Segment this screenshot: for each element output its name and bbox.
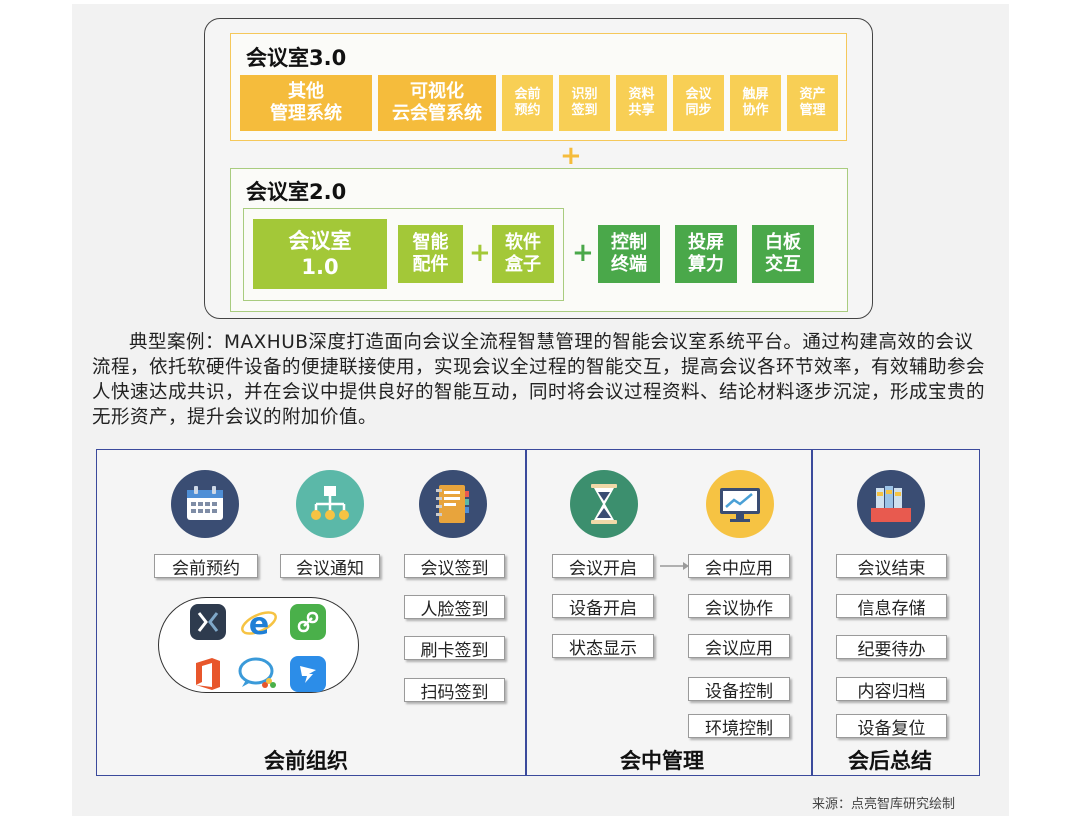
block-whiteboard: 白板 交互 xyxy=(752,225,814,283)
section-title-pre: 会前组织 xyxy=(264,749,348,773)
link-app-icon xyxy=(290,604,326,640)
tag-meeting-end: 会议结束 xyxy=(836,554,947,579)
source-note: 来源：点亮智库研究绘制 xyxy=(812,797,956,812)
chat-app-icon xyxy=(236,654,278,692)
arrow-icon xyxy=(660,562,689,570)
section-title-during: 会中管理 xyxy=(620,749,704,773)
maxhub-app-icon xyxy=(190,604,226,640)
plus-sign-orange: + xyxy=(560,141,582,171)
block-smart-accessories: 智能 配件 xyxy=(398,225,463,283)
tag-pre-booking: 会前预约 xyxy=(154,554,258,579)
meeting-room-3-title: 会议室3.0 xyxy=(246,46,347,70)
ie-browser-icon: e xyxy=(240,604,278,642)
block-meeting-room-1: 会议室 1.0 xyxy=(253,219,387,289)
tag-in-meeting-apps: 会中应用 xyxy=(688,554,790,579)
binders-icon xyxy=(857,470,925,538)
block-cloud-management: 可视化 云会管系统 xyxy=(378,75,496,131)
block-data-sharing: 资料 共享 xyxy=(616,75,667,131)
plus-sign-green: + xyxy=(572,238,594,268)
block-software-box: 软件 盒子 xyxy=(492,225,554,283)
hourglass-icon xyxy=(570,470,638,538)
notebook-icon xyxy=(419,470,487,538)
dingtalk-icon xyxy=(290,656,326,692)
block-identify-signin: 识别 签到 xyxy=(559,75,610,131)
case-paragraph: 典型案例：MAXHUB深度打造面向会议全流程智慧管理的智能会议室系统平台。通过构… xyxy=(92,332,986,428)
block-asset-management: 资产 管理 xyxy=(787,75,838,131)
case-description: 典型案例：MAXHUB深度打造面向会议全流程智慧管理的智能会议室系统平台。通过构… xyxy=(92,330,992,430)
tag-device-control: 设备控制 xyxy=(688,677,790,702)
calendar-icon xyxy=(171,470,239,538)
tag-info-storage: 信息存储 xyxy=(836,594,947,619)
tag-content-archive: 内容归档 xyxy=(836,677,947,702)
tag-meeting-notice: 会议通知 xyxy=(280,554,380,579)
office-icon xyxy=(192,656,224,692)
monitor-chart-icon xyxy=(706,470,774,538)
tag-meeting-apps: 会议应用 xyxy=(688,634,790,659)
tag-meeting-signin: 会议签到 xyxy=(404,554,505,579)
tag-qr-signin: 扫码签到 xyxy=(404,678,505,703)
tag-card-signin: 刷卡签到 xyxy=(404,636,505,661)
plus-sign-light-green: + xyxy=(469,238,491,268)
section-divider-1 xyxy=(525,449,527,776)
meeting-room-2-title: 会议室2.0 xyxy=(246,180,347,204)
tag-meeting-collab: 会议协作 xyxy=(688,594,790,619)
block-screen-computing: 投屏 算力 xyxy=(675,225,737,283)
block-other-management: 其他 管理系统 xyxy=(240,75,372,131)
tag-minutes-todo: 纪要待办 xyxy=(836,635,947,660)
section-title-post: 会后总结 xyxy=(848,749,932,773)
svg-text:e: e xyxy=(249,607,269,642)
tag-device-reset: 设备复位 xyxy=(836,714,947,739)
tag-face-signin: 人脸签到 xyxy=(404,595,505,620)
tag-environment-control: 环境控制 xyxy=(688,714,790,739)
block-control-terminal: 控制 终端 xyxy=(598,225,660,283)
meeting-room-1-group xyxy=(243,208,564,301)
block-meeting-sync: 会议 同步 xyxy=(673,75,724,131)
block-touch-collab: 触屏 协作 xyxy=(730,75,781,131)
org-chart-icon xyxy=(296,470,364,538)
tag-device-start: 设备开启 xyxy=(552,594,654,619)
tag-status-display: 状态显示 xyxy=(552,634,654,659)
tag-meeting-start: 会议开启 xyxy=(552,554,654,579)
block-pre-booking: 会前 预约 xyxy=(502,75,553,131)
section-divider-2 xyxy=(811,449,813,776)
